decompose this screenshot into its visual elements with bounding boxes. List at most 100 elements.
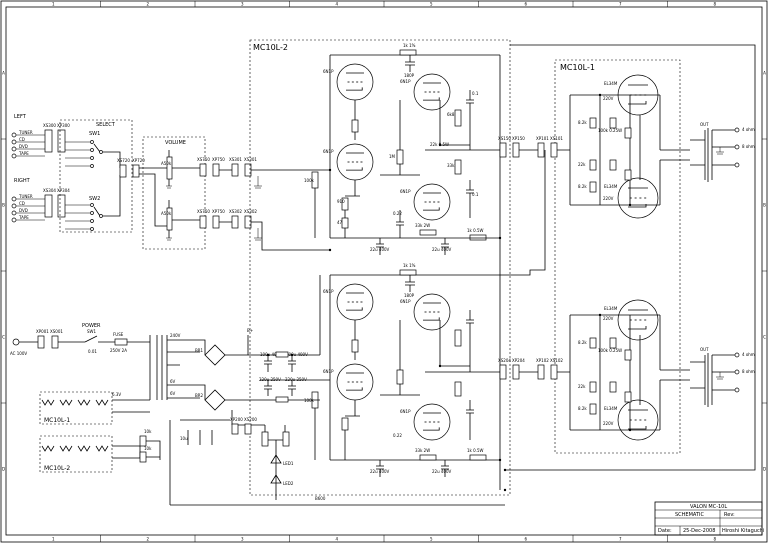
mains-label: AC 100V [10, 351, 27, 356]
svg-text:10k: 10k [144, 446, 152, 451]
border-col-label-top: 4 [335, 2, 338, 7]
preamp-title: MC10L-2 [253, 43, 288, 52]
svg-text:100k 0.25W: 100k 0.25W [598, 348, 622, 353]
svg-text:XS101: XS101 [550, 136, 563, 141]
volume-label: VOLUME [165, 140, 186, 146]
title-doctype: SCHEMATIC [675, 512, 704, 518]
svg-text:1k 0.5W: 1k 0.5W [467, 448, 483, 453]
svg-text:6V: 6V [170, 391, 176, 396]
svg-text:XS302: XS302 [244, 209, 257, 214]
border-col-label-bottom: 8 [713, 537, 716, 542]
heater-box-2-title: MC10L-2 [44, 465, 70, 472]
vacuum-tube-icon: 6N1P [323, 283, 374, 321]
svg-text:0.01: 0.01 [88, 349, 97, 354]
vacuum-tube-icon: 6N1P [323, 63, 374, 101]
vacuum-tube-icon: 6N1P [400, 403, 451, 441]
svg-text:XS200: XS200 [244, 417, 257, 422]
svg-text:22u 400V: 22u 400V [432, 469, 452, 474]
heater-filament-icon [41, 399, 55, 406]
svg-text:XP720: XP720 [132, 158, 145, 163]
vacuum-tube-icon: 6N1P [323, 363, 374, 401]
vacuum-tube-icon: EL34M [604, 299, 659, 341]
border-col-label-bottom: 7 [619, 537, 622, 542]
out-label-2: 8 ohm [742, 144, 755, 149]
svg-text:33k 2W: 33k 2W [415, 223, 430, 228]
svg-text:22k: 22k [578, 162, 586, 167]
heater-filament-icon [59, 445, 73, 452]
vacuum-tube-icon: 6N1P [400, 183, 451, 221]
svg-text:47: 47 [337, 220, 343, 225]
svg-text:6k8: 6k8 [447, 112, 455, 117]
svg-text:B+: B+ [247, 328, 253, 333]
title-block: VALON MC-10L SCHEMATIC Rev: Date: 25-Dec… [654, 501, 764, 536]
vacuum-tube-icon: EL34M [604, 177, 659, 219]
svg-text:33k: 33k [447, 163, 455, 168]
heater-filament-icon [59, 399, 73, 406]
heater-box-1 [39, 391, 113, 425]
svg-text:22u 400V: 22u 400V [370, 469, 390, 474]
border-col-label-bottom: 4 [335, 537, 338, 542]
svg-text:XP101: XP101 [536, 136, 549, 141]
volume-box [142, 136, 206, 250]
heater-filament-icon [77, 399, 91, 406]
volume-pot-r [166, 207, 173, 231]
input-label: CD [19, 201, 25, 206]
right-input-title: RIGHT [14, 178, 31, 184]
vacuum-tube-icon: 6N1P [400, 73, 451, 111]
input-label: TAPE [18, 151, 29, 156]
border-col-label-top: 7 [619, 2, 622, 7]
svg-text:OUT: OUT [700, 347, 709, 352]
border-row-label-left: B [2, 203, 5, 208]
rca-jack-icon [11, 210, 17, 216]
svg-text:XS301: XS301 [229, 157, 242, 162]
svg-text:B600: B600 [315, 496, 326, 501]
power-switch-label: SW1 [87, 329, 96, 334]
svg-text:910: 910 [337, 199, 345, 204]
svg-text:22u 400V: 22u 400V [432, 247, 452, 252]
led2-label: LED2 [283, 481, 294, 486]
border-col-label-bottom: 3 [241, 537, 244, 542]
svg-text:A50k: A50k [161, 161, 172, 166]
svg-text:220u 250V: 220u 250V [259, 377, 281, 382]
svg-text:180P: 180P [404, 73, 415, 78]
svg-text:8.2k: 8.2k [578, 340, 587, 345]
connector-right-b [57, 194, 66, 218]
power-label: POWER [82, 323, 101, 329]
vacuum-tube-icon: 6N1P [323, 143, 374, 181]
preamp-upper-wiring: 1k 1% 180P 910 47 1M 6k8 33k 0.1 0.1 100… [304, 43, 501, 275]
svg-text:10u: 10u [180, 436, 188, 441]
connector-left-a [44, 129, 53, 153]
tubes-layer: 6N1P6N1P6N1P6N1P6N1P6N1P6N1P6N1PEL34MEL3… [323, 63, 659, 441]
svg-text:180P: 180P [404, 293, 415, 298]
svg-text:8.2k: 8.2k [578, 184, 587, 189]
input-label: TUNER [18, 130, 33, 135]
preamp-block: MC10L-2 [249, 39, 511, 496]
led1-label: LED1 [283, 461, 294, 466]
svg-text:XS750: XS750 [197, 209, 210, 214]
svg-text:1k 1%: 1k 1% [403, 263, 416, 268]
svg-text:100k: 100k [304, 398, 315, 403]
svg-text:XS102: XS102 [550, 358, 563, 363]
border-row-label-left: D [2, 467, 5, 472]
input-label: TAPE [18, 215, 29, 220]
svg-text:8.2k: 8.2k [578, 120, 587, 125]
heater-box-1-title: MC10L-1 [44, 417, 70, 424]
heater-box-2 [39, 435, 113, 473]
select-switch-box [59, 119, 133, 233]
svg-text:XS720: XS720 [117, 158, 130, 163]
tube-type-label: 6N1P [323, 149, 334, 154]
tube-type-label: 6N1P [400, 189, 411, 194]
svg-text:6V: 6V [170, 379, 176, 384]
rca-jack-icon [11, 203, 17, 209]
left-input-title: LEFT [14, 114, 27, 120]
svg-text:XS150: XS150 [498, 136, 511, 141]
title-author: Hiroshi Kitaguchi [722, 528, 764, 534]
connector-right-a [44, 194, 53, 218]
upper-rail [505, 44, 756, 471]
